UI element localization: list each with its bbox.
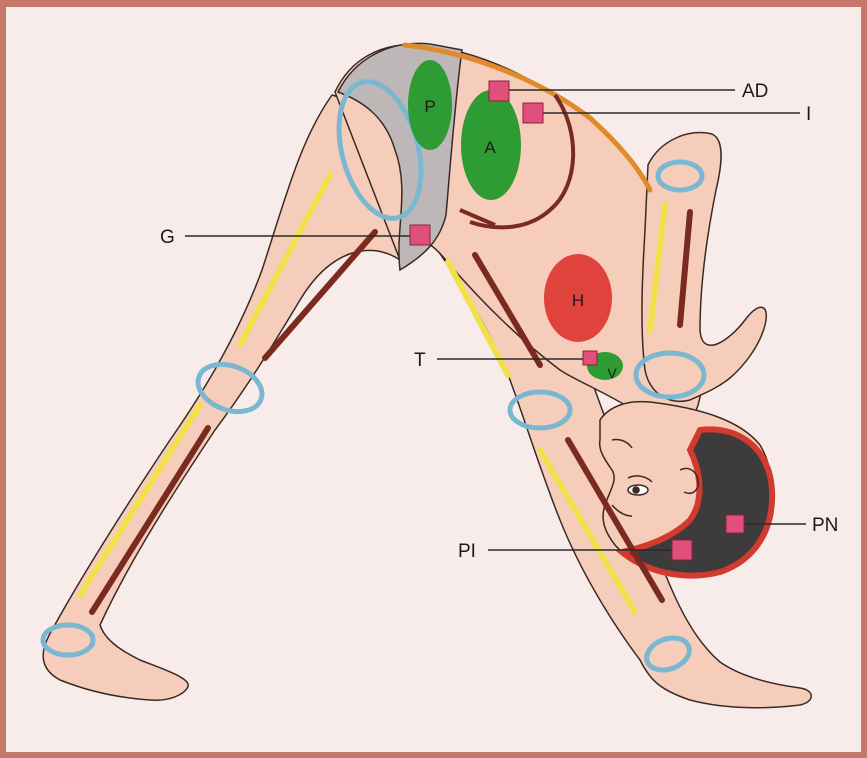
label-t: T [414,350,426,371]
label-pn: PN [812,515,838,536]
left-leg [43,95,420,700]
organ-v-label: V [607,365,617,381]
point-pn-marker [726,515,744,533]
point-t-marker [583,351,597,365]
point-i-marker [523,103,543,123]
label-ad: AD [742,81,768,102]
organ-p-label: P [424,97,435,116]
label-i: I [806,104,811,125]
point-pi-marker [672,540,692,560]
label-pi: PI [458,541,476,562]
organ-h-label: H [572,291,584,310]
label-g: G [160,227,175,248]
point-g-marker [410,225,430,245]
point-ad-marker [489,81,509,101]
organ-a-label: A [484,138,496,157]
